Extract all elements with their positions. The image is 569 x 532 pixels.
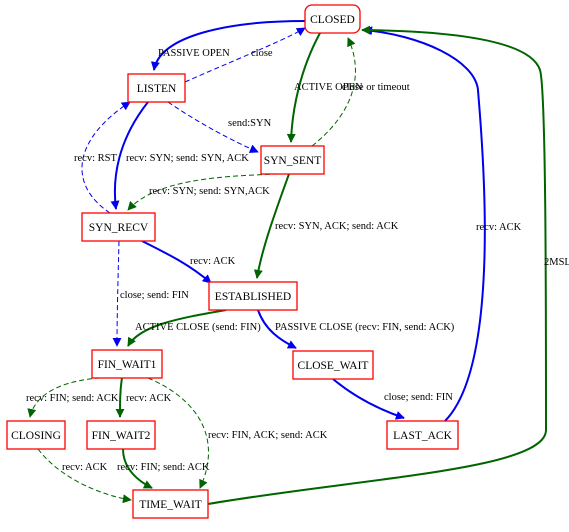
edge-label-fin_wait1-fin_wait2: recv: ACK xyxy=(126,393,172,404)
edge-label-fin_wait1-time_wait: recv: FIN, ACK; send: ACK xyxy=(208,430,328,441)
node-listen[interactable]: LISTEN xyxy=(127,73,186,103)
edge-syn_sent-syn_recv xyxy=(127,173,279,211)
node-box xyxy=(386,420,459,450)
node-label: LAST_ACK xyxy=(393,430,452,442)
edge-label-syn_sent-syn_recv: recv: SYN; send: SYN,ACK xyxy=(149,186,270,197)
edge-established-close_wait xyxy=(257,309,297,349)
edge-closing-time_wait xyxy=(37,448,132,504)
node-box xyxy=(86,420,156,450)
edge-last_ack-closed xyxy=(363,26,486,422)
node-syn-sent[interactable]: SYN_SENT xyxy=(260,145,325,175)
node-label: CLOSING xyxy=(11,430,61,442)
node-syn-recv[interactable]: SYN_RECV xyxy=(81,212,156,242)
edge-label-fin_wait1-closing: recv: FIN; send: ACK xyxy=(26,393,119,404)
node-box xyxy=(292,350,374,380)
node-box xyxy=(127,73,186,103)
node-label: TIME_WAIT xyxy=(139,499,202,511)
edge-listen-syn_sent xyxy=(167,101,259,153)
node-box xyxy=(132,489,209,519)
node-box xyxy=(6,420,66,450)
edge-label-syn_sent-established: recv: SYN, ACK; send: ACK xyxy=(275,221,399,232)
node-box xyxy=(260,145,325,175)
node-time-wait[interactable]: TIME_WAIT xyxy=(132,489,209,519)
node-label: LISTEN xyxy=(137,83,177,95)
node-closed[interactable]: CLOSED xyxy=(304,4,361,34)
node-label: SYN_RECV xyxy=(89,222,149,234)
edge-syn_recv-listen xyxy=(81,101,131,214)
node-label: CLOSE_WAIT xyxy=(298,360,369,372)
edge-syn_sent-closed xyxy=(311,37,356,147)
edge-fin_wait1-time_wait xyxy=(147,377,209,489)
node-label: CLOSED xyxy=(310,14,355,26)
edge-label-syn_sent-closed: close or timeout xyxy=(342,82,410,93)
edge-label-listen-closed: close xyxy=(251,48,273,59)
edge-label-syn_recv-fin_wait1: close; send: FIN xyxy=(120,290,189,301)
edge-syn_recv-fin_wait1 xyxy=(112,240,122,347)
edge-label-established-fin_wait1: ACTIVE CLOSE (send: FIN) xyxy=(135,322,261,333)
edge-closed-syn_sent xyxy=(286,32,321,143)
edge-close_wait-last_ack xyxy=(332,378,405,420)
node-box xyxy=(304,4,361,34)
edges xyxy=(27,20,548,505)
edge-label-established-close_wait: PASSIVE CLOSE (recv: FIN, send: ACK) xyxy=(275,322,455,333)
node-box xyxy=(81,212,156,242)
edge-label-listen-syn_recv: recv: SYN; send: SYN, ACK xyxy=(126,153,249,164)
edge-label-last_ack-closed: recv: ACK xyxy=(476,222,522,233)
node-box xyxy=(91,349,163,379)
edge-label-closed-syn_sent: ACTIVE OPEN xyxy=(294,82,363,93)
node-label: FIN_WAIT2 xyxy=(92,430,151,442)
edge-label-syn_recv-established: recv: ACK xyxy=(190,256,236,267)
edge-fin_wait1-fin_wait2 xyxy=(115,377,125,418)
node-label: FIN_WAIT1 xyxy=(98,359,157,371)
node-last-ack[interactable]: LAST_ACK xyxy=(386,420,459,450)
edge-syn_recv-established xyxy=(141,240,212,284)
node-established[interactable]: ESTABLISHED xyxy=(208,281,298,311)
edge-label-syn_recv-listen: recv: RST xyxy=(74,153,117,164)
edge-listen-closed xyxy=(184,27,306,83)
edge-listen-syn_recv xyxy=(110,101,149,210)
node-label: ESTABLISHED xyxy=(215,291,291,303)
edge-label-time_wait-closed: 2MSL xyxy=(544,257,569,268)
node-fin-wait2[interactable]: FIN_WAIT2 xyxy=(86,420,156,450)
edge-time_wait-closed xyxy=(207,25,548,505)
edge-label-fin_wait2-time_wait: recv: FIN; send: ACK xyxy=(117,462,210,473)
edge-label-closed-listen: PASSIVE OPEN xyxy=(158,48,230,59)
nodes: CLOSED LISTEN SYN_SENT SYN_RECV ESTABLISHED F… xyxy=(6,4,459,519)
edge-established-fin_wait1 xyxy=(127,309,227,347)
node-close-wait[interactable]: CLOSE_WAIT xyxy=(292,350,374,380)
edge-label-closing-time_wait: recv: ACK xyxy=(62,462,108,473)
node-label: SYN_SENT xyxy=(264,155,322,167)
edge-fin_wait1-closing xyxy=(27,377,101,418)
edge-closed-listen xyxy=(150,20,306,71)
edge-fin_wait2-time_wait xyxy=(122,448,153,489)
node-closing[interactable]: CLOSING xyxy=(6,420,66,450)
edge-label-listen-syn_sent: send:SYN xyxy=(228,118,272,129)
node-box xyxy=(208,281,298,311)
node-fin-wait1[interactable]: FIN_WAIT1 xyxy=(91,349,163,379)
edge-syn_sent-established xyxy=(253,173,290,279)
edge-label-close_wait-last_ack: close; send: FIN xyxy=(384,392,453,403)
